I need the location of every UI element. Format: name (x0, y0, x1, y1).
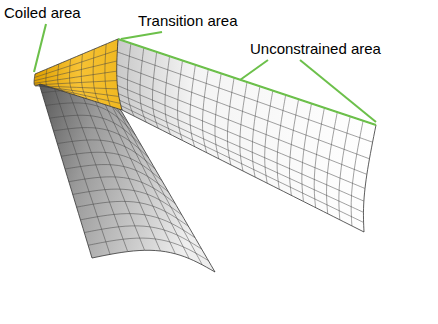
mesh-line (51, 79, 110, 255)
area-label: Coiled area (4, 4, 81, 22)
mesh-line (165, 56, 170, 134)
leader-line (240, 60, 268, 80)
mesh-line (120, 105, 364, 222)
mesh-line (115, 75, 367, 175)
mesh-line (302, 104, 312, 202)
surface (115, 39, 376, 232)
coiled-surface (34, 39, 122, 110)
mesh-line (339, 116, 350, 219)
mesh-line (117, 99, 363, 212)
mesh-line (215, 73, 221, 158)
mesh-line (34, 61, 117, 81)
mesh-line (88, 238, 208, 260)
mesh-line (38, 85, 120, 103)
area-label: Transition area (138, 12, 238, 30)
mesh-line (46, 69, 52, 88)
mesh-line (202, 69, 208, 153)
mesh-line (61, 152, 162, 180)
mesh-line (53, 128, 148, 158)
unconstrained-surface (115, 39, 376, 232)
mesh-line (34, 71, 117, 83)
leader-line (300, 60, 376, 122)
leader-line (34, 24, 46, 72)
surface (34, 39, 122, 110)
leader-line (121, 32, 162, 39)
mesh-line (50, 115, 142, 146)
mesh-line (314, 108, 324, 208)
mesh-line (115, 85, 365, 189)
mesh-line (327, 112, 338, 214)
mesh-line (117, 52, 373, 143)
mesh-line (73, 189, 182, 215)
mesh-line (35, 81, 118, 86)
mesh-line (289, 99, 298, 195)
area-label: Unconstrained area (250, 40, 381, 58)
